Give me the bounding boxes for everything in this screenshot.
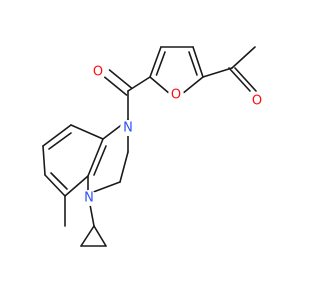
atom-label: N bbox=[123, 121, 133, 136]
bond-benzene-c7-c6 bbox=[42, 145, 46, 176]
bond-benzene-c6-c5-inner bbox=[50, 172, 68, 190]
bond-furan-o-c2 bbox=[149, 76, 171, 95]
bond-benzene-c4a-c8a bbox=[87, 138, 104, 177]
atom-label: N bbox=[84, 191, 94, 206]
carbonyl-oxygen-atom: O bbox=[90, 64, 106, 80]
atom-labels: O O O N N bbox=[81, 64, 265, 206]
bond-carbonyl-double-b bbox=[108, 69, 133, 89]
bond-benzene-c5-c4a bbox=[64, 175, 89, 197]
bonds bbox=[42, 46, 257, 247]
bond-carbonyl-double-a bbox=[103, 76, 128, 96]
bond-furan-c4-c5 bbox=[192, 46, 204, 78]
bond-carbonyl-to-furan bbox=[127, 76, 151, 92]
bond-furan-c2-c3 bbox=[149, 46, 162, 78]
molecule-structure-diagram: O O O N N bbox=[42, 46, 265, 247]
bond-acetyl-c-methyl bbox=[231, 46, 256, 69]
atom-label: O bbox=[252, 94, 262, 109]
bond-benzene-c8a-c8 bbox=[70, 124, 104, 140]
bond-benzene-c6-c5 bbox=[44, 174, 66, 197]
bond-cyclopropyl-c bbox=[93, 225, 107, 247]
bond-benzene-c8-c7-inner bbox=[48, 132, 72, 150]
bond-benzene-c8-c7 bbox=[42, 124, 72, 147]
atom-label: O bbox=[171, 88, 181, 103]
acetyl-oxygen-atom: O bbox=[249, 93, 265, 109]
bond-acetyl-double-a bbox=[228, 67, 251, 92]
bond-furan-c2-c3-inner bbox=[155, 51, 166, 76]
bond-acetyl-double-b bbox=[234, 67, 257, 92]
bond-benzene-c4a-c8a-inner bbox=[93, 145, 107, 176]
furan-oxygen-atom: O bbox=[168, 87, 184, 103]
atom-label: O bbox=[93, 65, 103, 80]
amide-nitrogen-atom: N bbox=[120, 120, 136, 136]
bond-c2-c3 bbox=[119, 151, 129, 183]
bond-cyclopropyl-a bbox=[80, 225, 95, 247]
amine-nitrogen-atom: N bbox=[81, 190, 97, 206]
bond-furan-to-acetyl-c bbox=[202, 67, 233, 78]
bond-furan-c5-o bbox=[181, 76, 204, 95]
bond-furan-c4-c5-inner bbox=[188, 51, 198, 76]
